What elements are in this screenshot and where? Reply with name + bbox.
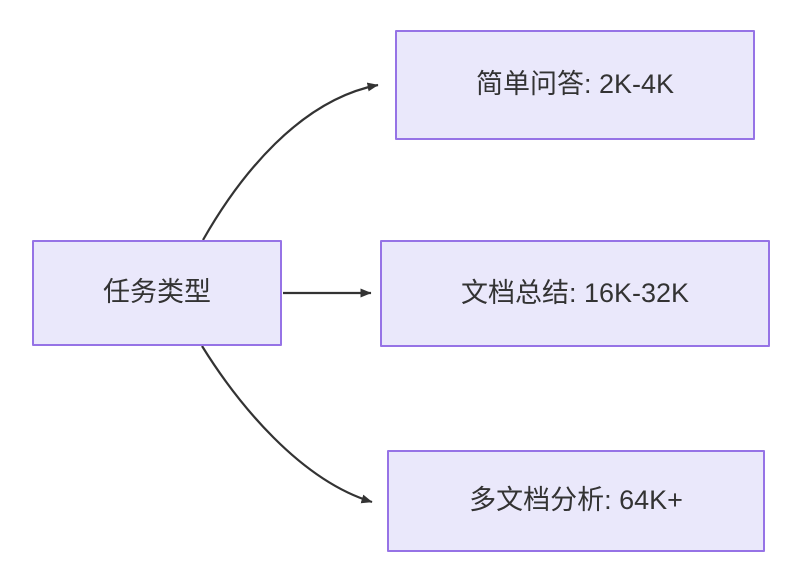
node-task-type-label: 任务类型: [103, 277, 211, 308]
node-simple-qa[interactable]: 简单问答: 2K-4K: [395, 30, 755, 140]
edge-source-simple-qa: [202, 82, 379, 241]
node-simple-qa-label: 简单问答: 2K-4K: [475, 69, 675, 100]
edge-source-multi-doc: [201, 345, 373, 504]
node-doc-summary-label: 文档总结: 16K-32K: [460, 277, 690, 308]
node-multi-doc-label: 多文档分析: 64K+: [469, 485, 683, 516]
node-doc-summary[interactable]: 文档总结: 16K-32K: [380, 240, 770, 347]
node-task-type[interactable]: 任务类型: [32, 240, 282, 346]
node-multi-doc[interactable]: 多文档分析: 64K+: [387, 450, 765, 552]
